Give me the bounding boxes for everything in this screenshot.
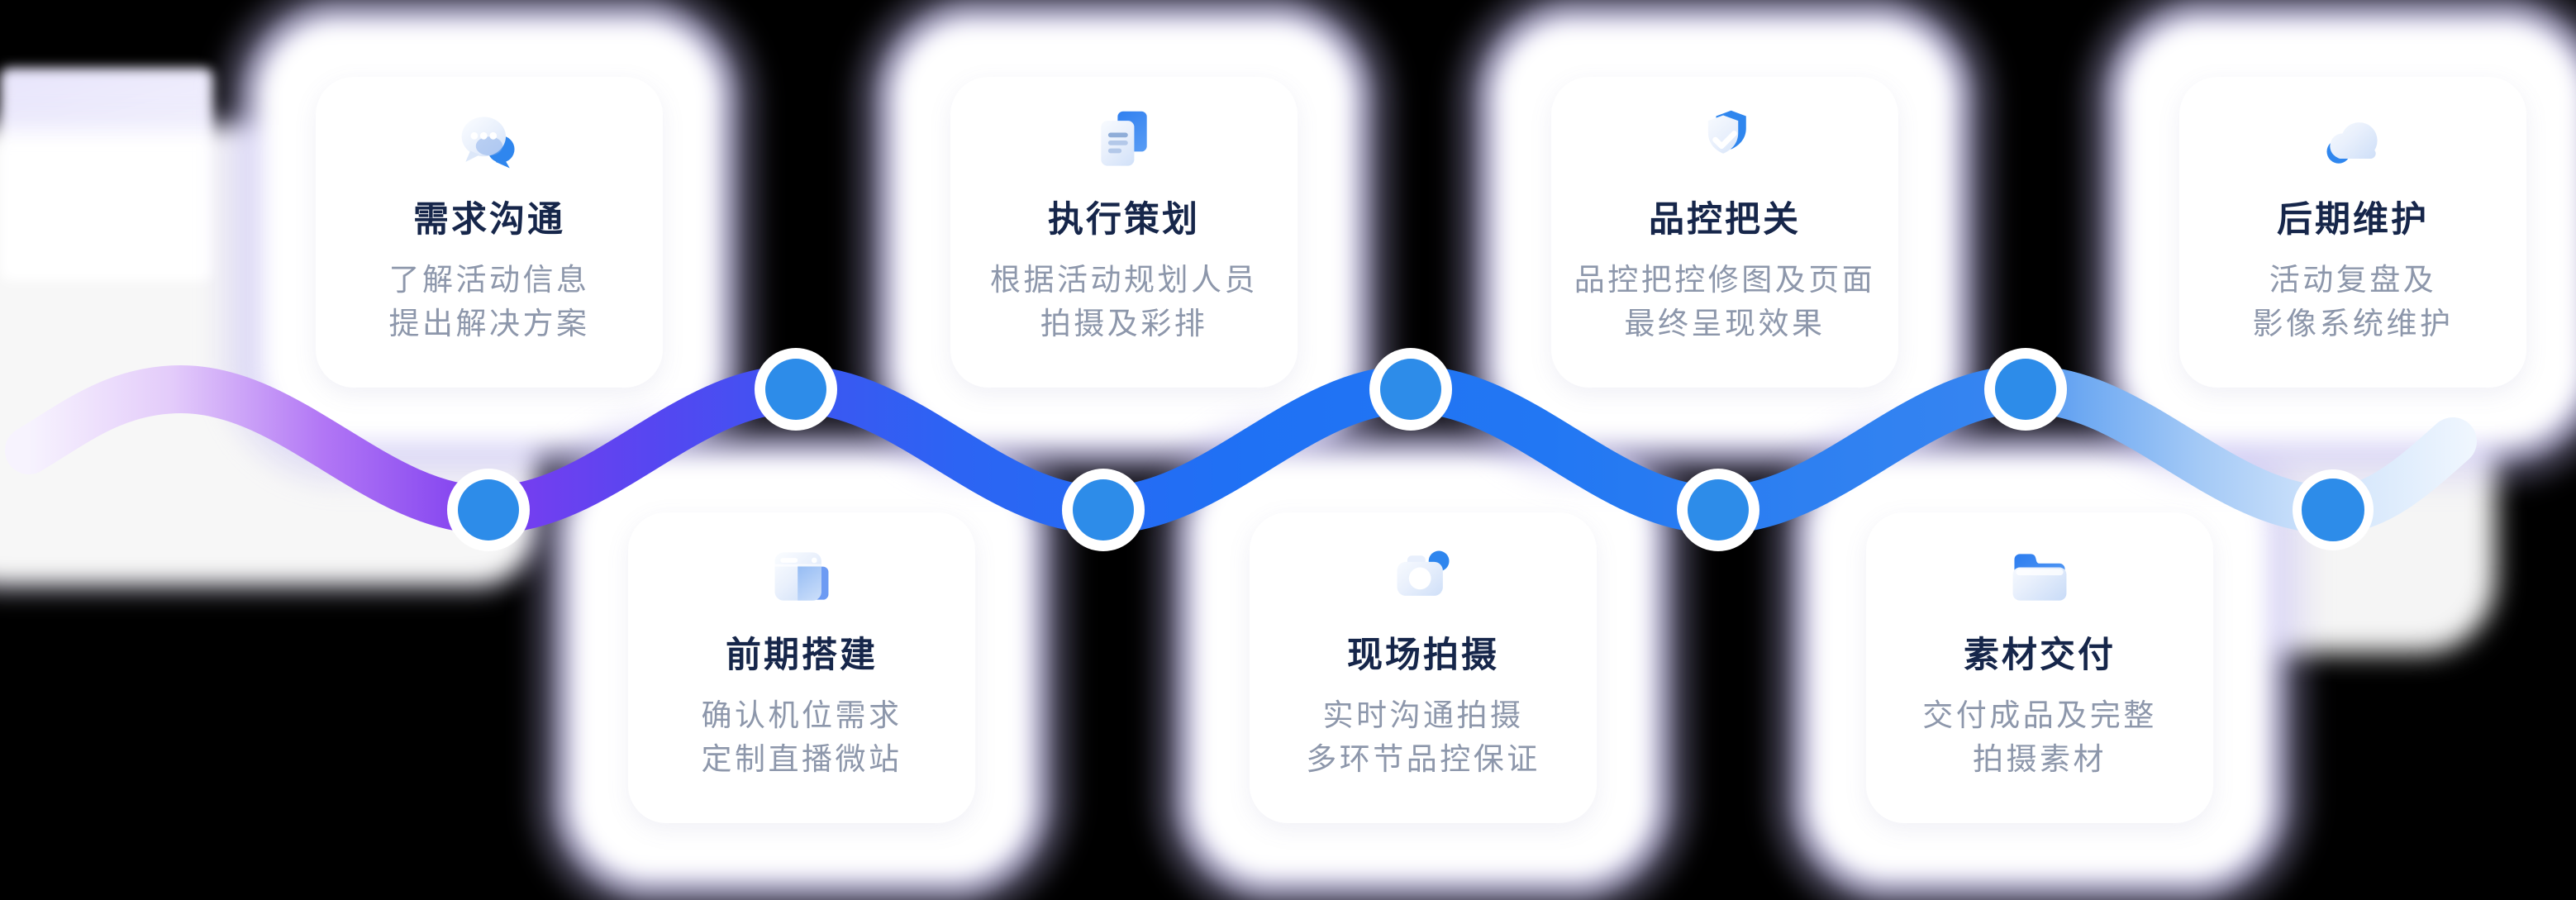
step-desc-line2: 最终呈现效果 <box>1624 307 1826 340</box>
step-card-4: 现场拍摄 实时沟通拍摄 多环节品控保证 <box>1250 512 1597 823</box>
timeline-node-5 <box>1677 469 1759 551</box>
cloud-icon <box>2318 107 2388 176</box>
step-card-7: 后期维护 活动复盘及 影像系统维护 <box>2179 77 2526 388</box>
step-desc-line1: 实时沟通拍摄 <box>1322 698 1524 732</box>
step-title: 品控把关 <box>1649 200 1801 240</box>
documents-icon <box>1089 107 1159 176</box>
timeline-node-7 <box>2293 469 2374 550</box>
timeline-node-4 <box>1369 348 1452 431</box>
step-desc-line2: 影像系统维护 <box>2252 307 2454 340</box>
step-desc-line2: 多环节品控保证 <box>1306 742 1540 776</box>
step-title: 前期搭建 <box>726 636 878 675</box>
step-card-1: 需求沟通 了解活动信息 提出解决方案 <box>316 77 663 388</box>
step-title: 需求沟通 <box>413 200 565 240</box>
step-desc-line2: 拍摄素材 <box>1973 742 2107 776</box>
step-card-3: 执行策划 根据活动规划人员 拍摄及彩排 <box>950 77 1298 388</box>
step-title: 后期维护 <box>2277 200 2429 240</box>
timeline-node-1 <box>447 469 530 551</box>
step-desc-line2: 提出解决方案 <box>388 307 590 340</box>
step-title: 执行策划 <box>1048 200 1200 240</box>
step-desc-line2: 定制直播微站 <box>701 742 902 776</box>
camera-icon <box>1388 542 1458 612</box>
step-desc-line1: 活动复盘及 <box>2269 263 2437 297</box>
folder-icon <box>2005 542 2074 612</box>
step-title: 素材交付 <box>1964 636 2116 675</box>
timeline-node-6 <box>1984 348 2067 431</box>
timeline-node-3 <box>1062 469 1145 551</box>
step-desc-line1: 交付成品及完整 <box>1922 698 2157 732</box>
step-card-2: 前期搭建 确认机位需求 定制直播微站 <box>628 512 975 823</box>
step-desc-line1: 品控把控修图及页面 <box>1574 263 1876 297</box>
step-desc-line1: 了解活动信息 <box>388 263 590 297</box>
step-card-5: 品控把关 品控把控修图及页面 最终呈现效果 <box>1551 77 1898 388</box>
timeline-node-2 <box>755 348 837 431</box>
browser-window-icon <box>767 542 836 612</box>
step-card-6: 素材交付 交付成品及完整 拍摄素材 <box>1866 512 2213 823</box>
step-desc-line1: 确认机位需求 <box>701 698 902 732</box>
shield-check-icon <box>1690 107 1759 176</box>
step-desc-line2: 拍摄及彩排 <box>1040 307 1208 340</box>
chat-bubbles-icon <box>455 107 524 176</box>
step-desc-line1: 根据活动规划人员 <box>990 263 1258 297</box>
step-title: 现场拍摄 <box>1347 636 1499 675</box>
